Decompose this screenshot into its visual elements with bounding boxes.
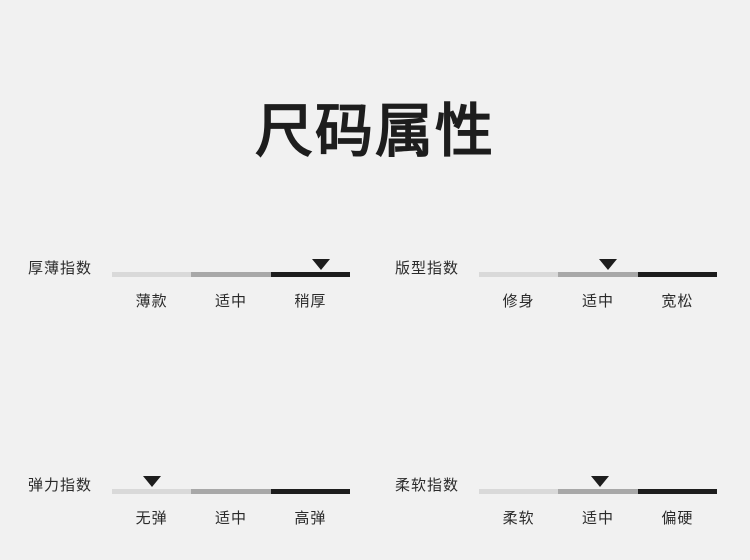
meter-marker-icon (598, 259, 617, 270)
meter-label: 柔软指数 (395, 476, 460, 494)
meter-tick-low: 薄款 (135, 292, 168, 310)
meter-tick-mid: 适中 (581, 292, 614, 310)
meter-tick-low: 柔软 (502, 509, 535, 527)
meter-segment-low (112, 272, 191, 277)
meters-grid: 厚薄指数 薄款 适中 稍厚 版型指数 (0, 243, 750, 560)
meter-marker-icon (143, 476, 162, 487)
page-title: 尺码属性 (254, 97, 495, 165)
meter-bar (479, 272, 717, 277)
meter-track (479, 259, 717, 285)
meter-track (479, 476, 717, 502)
meter-segment-high (271, 489, 350, 494)
meter-segment-high (638, 272, 717, 277)
meter-fit: 版型指数 修身 适中 宽松 (375, 243, 750, 343)
meter-tick-high: 稍厚 (294, 292, 327, 310)
meter-tick-mid: 适中 (214, 292, 247, 310)
meters-row-2: 弹力指数 无弹 适中 高弹 柔软指数 (0, 460, 750, 560)
meter-label: 厚薄指数 (28, 259, 93, 277)
meter-segment-mid (558, 272, 638, 277)
meter-ticks: 薄款 适中 稍厚 (112, 290, 350, 311)
meter-tick-high: 宽松 (661, 292, 694, 310)
size-attributes-page: 尺码属性 厚薄指数 薄款 适中 稍厚 (28, 97, 717, 527)
meter-segment-low (479, 489, 558, 494)
meter-tick-high: 偏硬 (661, 509, 694, 527)
meter-tick-mid: 适中 (581, 509, 614, 527)
meter-ticks: 无弹 适中 高弹 (112, 507, 350, 528)
meter-segment-low (479, 272, 558, 277)
meter-segment-high (271, 272, 350, 277)
meter-segment-mid (558, 489, 638, 494)
meter-label: 弹力指数 (28, 476, 93, 494)
meter-track (112, 259, 350, 285)
meter-ticks: 修身 适中 宽松 (479, 290, 717, 311)
meter-segment-mid (191, 272, 271, 277)
meter-bar (112, 272, 350, 277)
meter-thickness: 厚薄指数 薄款 适中 稍厚 (0, 243, 375, 343)
meter-tick-mid: 适中 (214, 509, 247, 527)
meter-elasticity: 弹力指数 无弹 适中 高弹 (0, 460, 375, 560)
meter-segment-high (638, 489, 717, 494)
meter-segment-low (112, 489, 191, 494)
meters-row-1: 厚薄指数 薄款 适中 稍厚 版型指数 (0, 243, 750, 343)
meter-ticks: 柔软 适中 偏硬 (479, 507, 717, 528)
meter-marker-icon (591, 476, 610, 487)
meter-marker-icon (312, 259, 331, 270)
meter-tick-low: 修身 (502, 292, 535, 310)
meter-segment-mid (191, 489, 271, 494)
meter-label: 版型指数 (395, 259, 460, 277)
meter-bar (479, 489, 717, 494)
meter-tick-low: 无弹 (135, 509, 168, 527)
meter-tick-high: 高弹 (294, 509, 327, 527)
meter-track (112, 476, 350, 502)
meter-bar (112, 489, 350, 494)
meter-softness: 柔软指数 柔软 适中 偏硬 (375, 460, 750, 560)
